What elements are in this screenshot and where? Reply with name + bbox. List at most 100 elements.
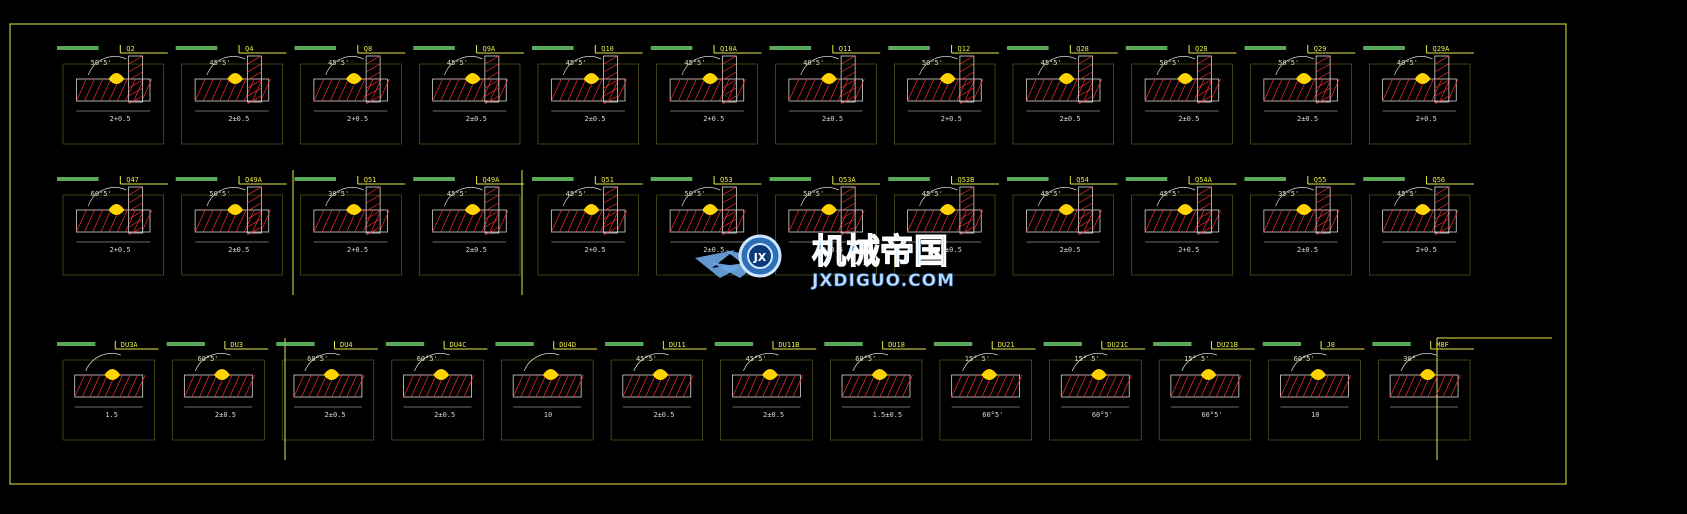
weld-bead: [345, 204, 362, 215]
hatch-line: [1091, 78, 1103, 102]
hatch-line: [1271, 209, 1283, 233]
joint-code: DU11B: [778, 341, 799, 349]
hatch-line: [788, 209, 800, 233]
hatch-line: [354, 374, 365, 398]
hatch-line: [565, 374, 577, 398]
hatch-line: [484, 226, 500, 236]
hatch-line: [1434, 55, 1450, 65]
hatch-line: [677, 78, 689, 102]
cell-frame: [894, 194, 996, 276]
hatch-line: [948, 209, 959, 233]
joint-code: DU21B: [1217, 341, 1238, 349]
hatch-line: [338, 209, 349, 233]
hatch-line: [365, 79, 381, 89]
angle-arc: [304, 353, 341, 372]
web-plate: [1078, 55, 1094, 103]
hatch-line: [1434, 95, 1450, 105]
hatch-line: [1193, 78, 1205, 102]
hatch-line: [907, 78, 918, 102]
web-plate: [840, 186, 856, 234]
weld-bead: [939, 204, 956, 215]
hatch-line: [116, 78, 128, 102]
cell-title-mark: [714, 342, 754, 346]
gap-dimension: 2±0.5: [763, 411, 784, 419]
hatch-line: [125, 209, 136, 233]
cell-title-mark: [1043, 342, 1082, 346]
hatch-line: [551, 209, 562, 233]
hatch-line: [1197, 226, 1212, 236]
hatch-line: [559, 78, 570, 102]
hatch-line: [840, 95, 856, 105]
hatch-line: [856, 374, 868, 398]
weld-bead: [1200, 369, 1217, 380]
joint-code: DU4D: [559, 341, 576, 349]
weld-detail-grid: Q250°5'2+0.5Q445°5'2±0.5Q845°5'2+0.5Q9A4…: [57, 45, 1474, 441]
hatch-line: [236, 374, 248, 398]
hatch-line: [1075, 78, 1086, 102]
hatch-line: [1098, 374, 1110, 398]
angle-arc: [1400, 353, 1437, 372]
bevel-angle: 40°5': [1397, 59, 1418, 67]
cell-frame: [610, 359, 703, 441]
weld-bead: [1414, 73, 1431, 84]
hatch-line: [722, 71, 737, 81]
hatch-line: [923, 78, 935, 102]
hatch-line: [829, 78, 841, 102]
hatch-line: [959, 55, 975, 65]
hatch-line: [915, 78, 927, 102]
hatch-line: [694, 78, 705, 102]
hatch-line: [837, 78, 849, 102]
joint-code: Q29A: [1433, 45, 1451, 53]
hatch-line: [128, 55, 143, 65]
hatch-line: [1382, 78, 1393, 102]
angle-arc: [85, 353, 121, 372]
hatch-line: [338, 374, 350, 398]
angle-arc: [633, 353, 669, 372]
cell-frame: [1158, 359, 1252, 441]
weld-bead: [820, 73, 837, 84]
cell-title-mark: [1363, 177, 1405, 181]
hatch-line: [184, 374, 195, 398]
hatch-line: [484, 202, 500, 212]
cell-frame: [281, 359, 375, 441]
joint-code: Q53A: [839, 176, 857, 184]
hatch-line: [484, 95, 500, 105]
weld-bead: [702, 73, 719, 84]
web-plate: [1078, 186, 1094, 234]
hatch-line: [567, 78, 579, 102]
joint-code: Q8: [364, 45, 372, 53]
web-plate: [1196, 55, 1212, 103]
hatch-line: [840, 71, 856, 81]
web-plate: [603, 186, 619, 234]
hatch-line: [211, 209, 222, 233]
hatch-line: [840, 202, 856, 212]
cell-title-mark: [824, 342, 863, 346]
hatch-line: [128, 79, 143, 89]
angle-arc: [919, 56, 958, 76]
hatch-line: [481, 78, 493, 102]
hatch-line: [804, 209, 816, 233]
angle-arc: [206, 187, 246, 207]
hatch-line: [777, 374, 789, 398]
hatch-line: [119, 374, 131, 398]
hatch-line: [441, 374, 452, 398]
hatch-line: [840, 226, 856, 236]
hatch-line: [792, 374, 804, 398]
cell-title-mark: [605, 342, 644, 346]
angle-arc: [523, 353, 560, 372]
weld-bead: [702, 204, 719, 215]
hatch-line: [784, 374, 796, 398]
web-plate: [603, 55, 619, 103]
hatch-line: [959, 218, 975, 228]
hatch-line: [840, 79, 856, 89]
hatch-line: [603, 226, 618, 236]
bevel-angle: 45°5': [1397, 190, 1418, 198]
joint-code: DU3: [230, 341, 243, 349]
cell-title-mark: [933, 342, 973, 346]
hatch-line: [1315, 210, 1331, 220]
